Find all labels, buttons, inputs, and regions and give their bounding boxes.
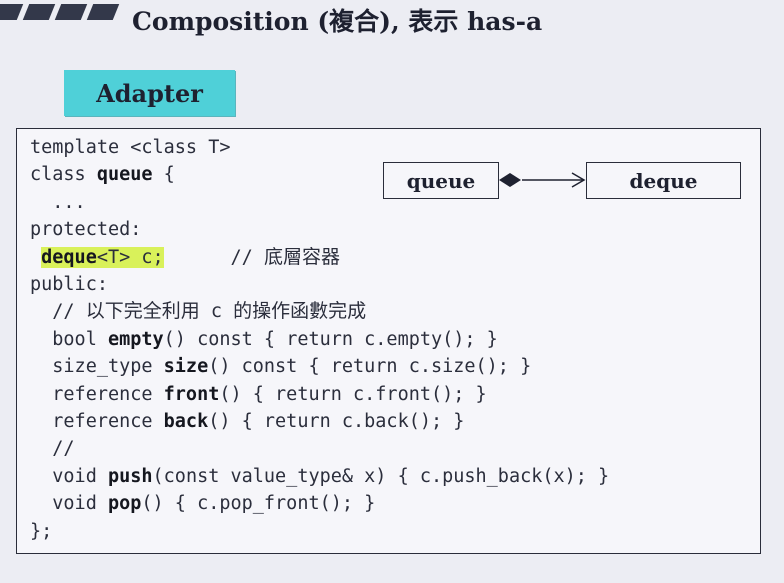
code-text: 底層容器 <box>263 245 340 268</box>
code-text: 的操作函數完成 <box>233 300 367 323</box>
code-keyword: size <box>163 356 209 378</box>
code-line: public: <box>30 274 108 295</box>
code-panel <box>16 128 761 554</box>
code-line: bool empty() const { return c.empty(); } <box>30 329 498 350</box>
diagram-box-deque: deque <box>586 162 741 199</box>
code-line: size_type size() const { return c.size()… <box>30 356 531 377</box>
arrow-head-icon <box>571 172 586 188</box>
code-text: 以下完全利用 <box>85 300 200 323</box>
code-text: reference <box>30 383 164 405</box>
code-keyword: front <box>163 383 220 405</box>
code-line: // <box>30 438 75 460</box>
code-keyword: deque <box>41 246 97 268</box>
code-text: <T> <box>96 246 131 268</box>
code-listing: template <class T> class queue { ... pro… <box>30 134 609 545</box>
code-text: () { c.pop_front(); } <box>141 493 376 515</box>
code-line: reference front() { return c.front(); } <box>30 383 487 405</box>
code-line: }; <box>30 521 52 542</box>
code-text: void <box>30 493 108 515</box>
diagram-box-queue: queue <box>383 162 499 199</box>
code-line: void push(const value_type& x) { c.push_… <box>30 466 609 487</box>
code-text: () { return c.back(); } <box>208 411 465 433</box>
code-text: public: <box>30 274 108 296</box>
code-line: void pop() { c.pop_front(); } <box>30 493 375 514</box>
code-text: void <box>30 465 108 487</box>
code-text: template <class T> <box>30 137 231 158</box>
section-label-text: Adapter <box>96 78 203 108</box>
code-keyword: back <box>163 411 209 433</box>
code-text: }; <box>30 520 53 542</box>
code-line: template <class T> <box>30 137 230 158</box>
code-line: deque<T> c; // 底層容器 <box>30 245 340 268</box>
code-text: bool <box>30 328 108 350</box>
code-text: // <box>30 438 75 460</box>
code-keyword: empty <box>107 328 164 350</box>
composition-diamond-icon <box>499 173 521 187</box>
code-keyword: pop <box>107 493 142 515</box>
code-text: c <box>199 301 234 323</box>
diagram-box-label: queue <box>406 168 476 193</box>
code-text: { <box>152 164 175 186</box>
code-text: size_type <box>30 356 164 378</box>
code-text: ... <box>30 191 86 213</box>
diagram-box-label: deque <box>629 168 698 193</box>
code-text: c; <box>130 246 164 268</box>
code-text: // <box>163 246 264 268</box>
code-text: () const { return c.empty(); } <box>163 328 498 350</box>
code-line: ... <box>30 191 86 213</box>
code-text: () { return c.front(); } <box>219 383 487 405</box>
code-keyword: push <box>107 465 153 487</box>
code-line: class queue { <box>30 164 175 185</box>
code-line: reference back() { return c.back(); } <box>30 411 464 432</box>
code-text: () const { return c.size(); } <box>208 356 532 378</box>
slide-title: Composition (複合), 表示 has-a <box>132 7 543 36</box>
code-text: protected: <box>30 219 142 241</box>
code-text: // <box>30 301 86 323</box>
code-keyword: queue <box>96 164 153 186</box>
code-text: class <box>30 164 97 186</box>
code-text: (const value_type& x) { c.push_back(x); … <box>152 465 610 487</box>
section-label: Adapter <box>64 70 235 116</box>
code-line: protected: <box>30 219 141 240</box>
code-line: // 以下完全利用 c 的操作函數完成 <box>30 300 367 323</box>
code-text: reference <box>30 411 164 433</box>
